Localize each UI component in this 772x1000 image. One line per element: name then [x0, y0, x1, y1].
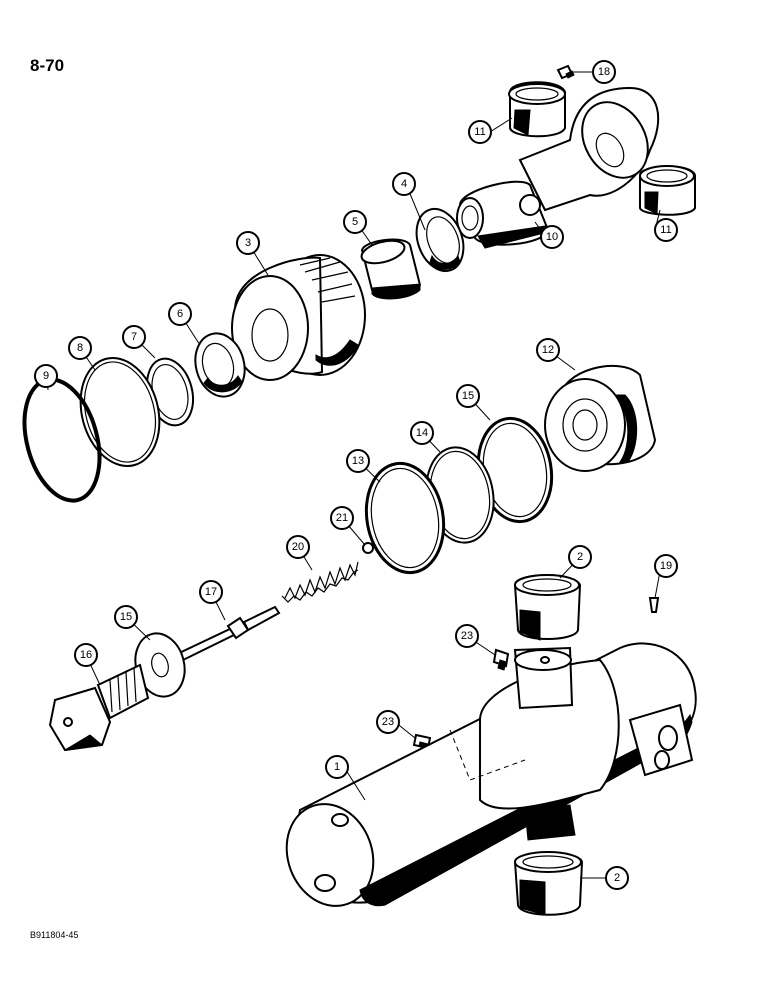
- svg-text:13: 13: [352, 455, 364, 467]
- callout-10: 10: [540, 225, 564, 249]
- figure-code: B911804-45: [30, 930, 79, 940]
- callout-17: 16: [74, 643, 98, 667]
- cylinder-barrel-1: [285, 642, 697, 907]
- callout-7: 7: [122, 325, 146, 349]
- svg-text:19: 19: [660, 560, 672, 572]
- spring-20: [281, 561, 359, 603]
- svg-text:12: 12: [542, 344, 554, 356]
- svg-text:23: 23: [382, 716, 394, 728]
- svg-text:4: 4: [401, 178, 407, 190]
- callout-20: 20: [286, 535, 310, 559]
- callout-11-right: 11: [654, 218, 678, 242]
- bushing-11-upper: [508, 81, 566, 138]
- svg-text:21: 21: [336, 512, 348, 524]
- callout-5: 5: [343, 210, 367, 234]
- page-number: 8-70: [30, 56, 65, 75]
- svg-text:1: 1: [334, 761, 340, 773]
- callout-22: 18: [592, 60, 616, 84]
- callout-15: 15: [456, 384, 480, 408]
- callout-8: 8: [68, 336, 92, 360]
- callout-23-lower: 23: [376, 710, 400, 734]
- seal-6: [194, 332, 246, 398]
- grease-fitting-23-upper: [492, 648, 510, 671]
- svg-text:20: 20: [292, 541, 304, 553]
- bushing-11-right: [639, 165, 696, 216]
- svg-text:15: 15: [120, 611, 132, 623]
- svg-text:16: 16: [80, 649, 92, 661]
- callout-2-upper: 2: [568, 545, 592, 569]
- bushing-2-upper: [513, 574, 582, 641]
- piston-12: [544, 365, 657, 472]
- callout-19: 19: [654, 554, 678, 578]
- o-ring-8: [79, 356, 161, 468]
- svg-text:5: 5: [352, 216, 358, 228]
- svg-text:17: 17: [205, 586, 217, 598]
- plug-bolt-17: [48, 663, 150, 752]
- callout-4: 4: [392, 172, 416, 196]
- svg-text:3: 3: [245, 237, 251, 249]
- callout-3: 3: [236, 231, 260, 255]
- svg-text:11: 11: [660, 224, 671, 236]
- plug-19: [648, 597, 660, 613]
- callout-6: 6: [168, 302, 192, 326]
- valve-stem-18: [173, 605, 281, 664]
- wear-ring-13: [364, 461, 446, 575]
- svg-text:9: 9: [43, 370, 49, 382]
- callout-11-upper: 11: [468, 120, 492, 144]
- wiper-ring-4: [415, 208, 465, 272]
- svg-text:15: 15: [462, 390, 474, 402]
- svg-text:14: 14: [416, 427, 428, 439]
- rod-eye-10: [456, 86, 660, 249]
- callout-2-lower: 2: [605, 866, 629, 890]
- svg-text:2: 2: [614, 872, 620, 884]
- svg-text:18: 18: [598, 66, 610, 78]
- svg-text:11: 11: [474, 126, 485, 138]
- callout-14: 14: [410, 421, 434, 445]
- callout-16: 15: [114, 605, 138, 629]
- svg-text:10: 10: [546, 231, 558, 243]
- cylinder-head-3: [231, 254, 366, 381]
- callout-23-upper: 23: [455, 624, 479, 648]
- bushing-5: [360, 238, 422, 300]
- svg-text:7: 7: [131, 331, 137, 343]
- svg-text:2: 2: [577, 551, 583, 563]
- callout-labels: 18 11 11 10 4 5 3 6 7 8 9 12 15 14 13 21…: [34, 60, 678, 890]
- callout-9: 9: [34, 364, 58, 388]
- svg-text:8: 8: [77, 342, 83, 354]
- grease-fitting-22: [556, 64, 575, 80]
- callout-12: 12: [536, 338, 560, 362]
- svg-text:23: 23: [461, 630, 473, 642]
- callout-13: 13: [346, 449, 370, 473]
- callout-18: 17: [199, 580, 223, 604]
- callout-1: 1: [325, 755, 349, 779]
- bushing-2-lower: [513, 851, 584, 916]
- svg-text:6: 6: [177, 308, 183, 320]
- callout-21: 21: [330, 506, 354, 530]
- check-ball-21: [362, 542, 374, 554]
